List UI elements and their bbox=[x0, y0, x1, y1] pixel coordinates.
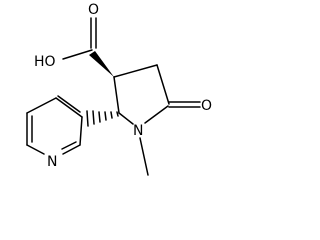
bond-py-n-c2 bbox=[62, 144, 81, 155]
atom-label-ring-n: N bbox=[133, 123, 143, 139]
atom-label-pyridine-n: N bbox=[47, 154, 57, 170]
atom-label-lactam-o: O bbox=[201, 98, 212, 114]
atom-label-acid-carbonyl-o: O bbox=[88, 2, 99, 18]
molecule-structure: HO O O N N bbox=[26, 2, 212, 176]
bond-py-c6-n bbox=[26, 144, 45, 155]
bond-c5-n1 bbox=[144, 105, 169, 124]
bond-n1-c2 bbox=[118, 112, 134, 125]
bond-n1-methyl bbox=[139, 137, 149, 176]
atom-label-oh: HO bbox=[34, 54, 56, 70]
wedge-bond-c3-carboxyl bbox=[89, 51, 114, 77]
bond-c3-c4 bbox=[113, 64, 158, 78]
bond-py-c4-c4-inner bbox=[57, 95, 81, 113]
bond-py-n-c2-inner bbox=[61, 141, 77, 150]
bond-py-c4-c5 bbox=[26, 97, 57, 114]
bond-py-c3-c4 bbox=[55, 97, 83, 118]
bond-c2-c3 bbox=[113, 76, 120, 114]
hashed-bond-c2-pyridyl bbox=[86, 110, 119, 127]
bond-py-c2-c3 bbox=[79, 116, 83, 146]
bond-c4-c5 bbox=[156, 64, 170, 105]
bond-ho-c bbox=[62, 49, 93, 60]
